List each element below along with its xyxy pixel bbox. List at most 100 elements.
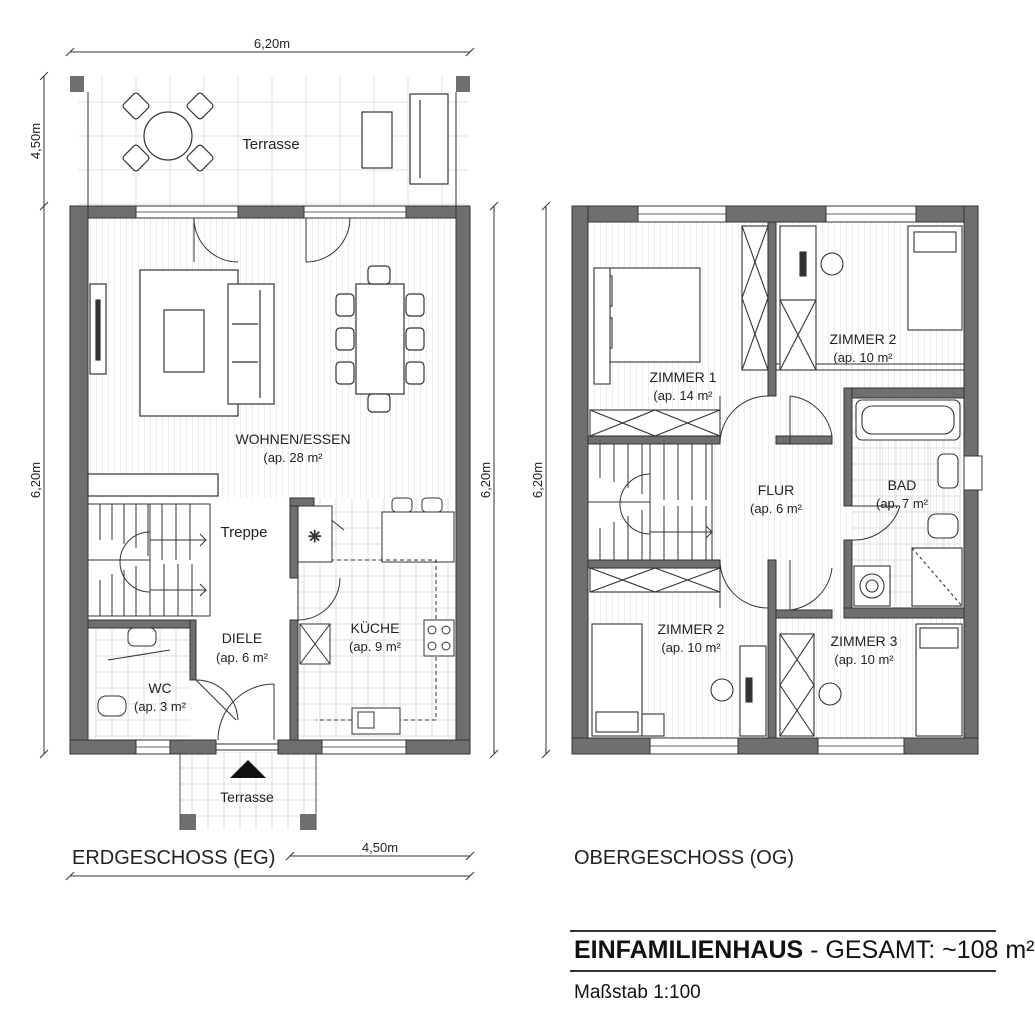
terrace-post: [300, 814, 316, 830]
wall: [587, 559, 721, 569]
room-area-kitchen: (ap. 9 m²: [349, 639, 402, 654]
wall: [189, 619, 197, 681]
toilet: [927, 513, 959, 539]
room-label-zimmer1: ZIMMER 1: [650, 369, 717, 385]
round-table: [143, 111, 193, 161]
wall: [775, 609, 833, 619]
wall: [69, 205, 89, 755]
terrace-floor: [78, 76, 468, 206]
door-swing: [193, 217, 239, 263]
upper-floor-plan: [541, 201, 983, 759]
dim-depth-left: 6,20m: [28, 462, 43, 498]
lounge-sofa: [409, 93, 449, 185]
title-rule-top: [570, 930, 996, 932]
wc-basin: [127, 627, 157, 647]
dim-terrace-depth: 4,50m: [28, 123, 43, 159]
door-swing: [789, 395, 833, 444]
room-label-bad: BAD: [888, 477, 917, 493]
room-label-terrace: Terrasse: [242, 136, 300, 153]
room-label-living: WOHNEN/ESSEN: [235, 431, 350, 447]
wall: [843, 539, 853, 619]
dining-table: [355, 283, 405, 395]
room-area-wc: (ap. 3 m²: [134, 699, 187, 714]
coffee-table: [163, 309, 205, 373]
desk: [779, 225, 817, 301]
bath-sink: [937, 453, 959, 489]
wall: [843, 387, 965, 399]
summary-title: EINFAMILIENHAUS - GESAMT: ~108 m²: [574, 936, 1035, 965]
kitchen-island: [381, 511, 455, 563]
wall: [767, 221, 777, 397]
sideboard: [87, 473, 219, 497]
dim-width: 6,20m: [254, 36, 290, 51]
svg-text:✳: ✳: [308, 527, 321, 546]
sofa: [227, 283, 275, 405]
wall: [571, 205, 589, 755]
lounge-table: [361, 111, 393, 169]
room-area-flur: (ap. 6 m²: [750, 501, 803, 516]
room-area-zimmer1: (ap. 14 m²: [653, 388, 713, 403]
wall: [237, 205, 305, 219]
wardrobe: [779, 633, 815, 737]
door-swing: [789, 560, 833, 611]
entrance-arrow-icon: [230, 760, 266, 778]
wall: [289, 497, 299, 579]
wall: [571, 737, 651, 755]
room-area-zimmer3: (ap. 10 m²: [834, 652, 894, 667]
fireplace: [297, 505, 333, 563]
wall: [169, 739, 217, 755]
dim-entry-width: 4,50m: [362, 840, 398, 855]
cooktop: [423, 619, 455, 657]
room-label-zimmer2-top: ZIMMER 2: [830, 331, 897, 347]
wall: [87, 619, 197, 629]
room-area-bad: (ap. 7 m²: [876, 496, 929, 511]
floor-title-og: OBERGESCHOSS (OG): [574, 847, 794, 869]
house-type: EINFAMILIENHAUS: [574, 936, 804, 964]
wall: [843, 387, 853, 507]
room-area-hall: (ap. 6 m²: [216, 650, 269, 665]
terrace-post: [456, 76, 470, 92]
wall: [69, 739, 137, 755]
door-swing: [217, 683, 275, 741]
wall: [277, 739, 323, 755]
room-label-wc: WC: [148, 680, 171, 696]
wall: [455, 205, 471, 755]
wall: [405, 739, 471, 755]
wall: [775, 435, 833, 445]
room-label-entry-terrace: Terrasse: [220, 789, 274, 805]
title-rule-bottom: [570, 970, 996, 972]
total-area: - GESAMT: ~108 m²: [803, 936, 1035, 964]
room-label-zimmer2-bottom: ZIMMER 2: [658, 621, 725, 637]
room-area-zimmer2-top: (ap. 10 m²: [833, 350, 893, 365]
wardrobe: [589, 567, 721, 593]
wall: [737, 737, 819, 755]
door-swing: [851, 505, 901, 541]
ground-floor-plan: ✳: [39, 47, 499, 881]
desk: [739, 645, 767, 737]
wall: [843, 607, 965, 619]
dim-depth-og: 6,20m: [530, 462, 545, 498]
toilet: [97, 695, 127, 717]
door-swing: [195, 679, 239, 721]
double-bed: [609, 267, 701, 363]
floor-title-eg: ERDGESCHOSS (EG): [72, 847, 275, 869]
room-area-living: (ap. 28 m²: [263, 450, 323, 465]
door-swing: [305, 217, 351, 263]
nightstand: [641, 713, 665, 737]
wardrobe: [741, 225, 769, 371]
room-label-flur: FLUR: [758, 482, 795, 498]
terrace-post: [70, 76, 84, 92]
terrace-post: [180, 814, 196, 830]
window: [963, 455, 983, 491]
dim-depth-right: 6,20m: [478, 462, 493, 498]
wall: [775, 363, 965, 371]
room-label-zimmer3: ZIMMER 3: [831, 633, 898, 649]
wall: [903, 737, 979, 755]
chair: [818, 682, 842, 706]
chair: [710, 678, 734, 702]
wall: [725, 205, 827, 223]
door-swing: [297, 577, 341, 621]
wall: [587, 435, 721, 445]
scale-label: Maßstab 1:100: [574, 982, 701, 1003]
